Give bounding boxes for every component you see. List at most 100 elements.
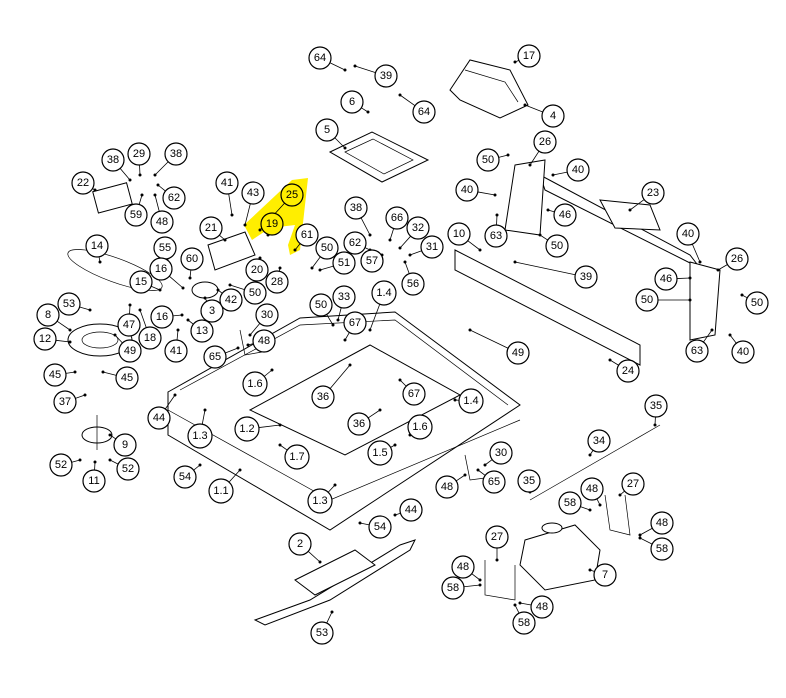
leader-endpoint <box>513 260 517 264</box>
callout-label: 50 <box>321 242 333 254</box>
leader-endpoint <box>551 173 555 177</box>
callout-circle <box>190 319 214 343</box>
leader-line-38 <box>119 168 131 181</box>
leader-line-4 <box>524 104 543 113</box>
callout-circle <box>241 181 265 205</box>
leader-line-40 <box>552 171 568 176</box>
leader-endpoint <box>453 398 457 402</box>
leader-endpoint <box>243 223 247 227</box>
callout-circle <box>340 90 364 114</box>
callout-65: 65 <box>482 470 506 494</box>
leader-line-2 <box>307 551 321 563</box>
leader-endpoint <box>216 288 220 292</box>
callout-label: 39 <box>380 70 392 82</box>
callout-36: 36 <box>347 412 371 436</box>
leader-endpoint <box>258 228 262 232</box>
leader-endpoint <box>156 183 160 187</box>
leader-line-1-6 <box>264 369 273 377</box>
callout-circle <box>117 313 141 337</box>
callout-circle <box>545 234 569 258</box>
callout-label: 50 <box>249 287 261 299</box>
callout-label: 61 <box>301 229 313 241</box>
callout-circle <box>385 206 409 230</box>
leader-endpoint <box>588 568 592 572</box>
callout-label: 67 <box>349 317 361 329</box>
callout-label: 63 <box>490 230 502 242</box>
callout-62: 62 <box>343 231 367 255</box>
callout-label: 38 <box>107 154 119 166</box>
callout-36: 36 <box>311 385 335 409</box>
callout-label: 40 <box>737 346 749 358</box>
leader-line-1-3 <box>201 409 206 425</box>
callout-circle <box>113 433 137 457</box>
cover-plate-5 <box>328 131 430 183</box>
callout-label: 38 <box>350 202 362 214</box>
leader-endpoint <box>198 463 202 467</box>
callout-label: 1.7 <box>289 451 304 463</box>
leader-line-31 <box>409 250 422 256</box>
callout-label: 54 <box>179 471 191 483</box>
leader-endpoint <box>173 393 177 397</box>
callout-circle <box>587 429 611 453</box>
callout-circle <box>512 611 536 635</box>
callout-label: 27 <box>491 531 503 543</box>
leader-endpoint <box>186 318 190 322</box>
callout-2: 2 <box>288 532 312 556</box>
leader-endpoint <box>108 433 112 437</box>
callout-label: 58 <box>656 543 668 555</box>
callout-circle <box>517 469 541 493</box>
callout-63: 63 <box>685 339 709 363</box>
callout-circle <box>234 416 260 442</box>
callout-29: 29 <box>127 142 151 166</box>
leader-line-48 <box>455 474 466 482</box>
callout-55: 55 <box>153 236 177 260</box>
callout-61: 61 <box>295 223 319 247</box>
callout-circle <box>115 366 139 390</box>
callout-circle <box>344 196 368 220</box>
callout-30: 30 <box>489 441 513 465</box>
callout-14: 14 <box>85 234 109 258</box>
callout-label: 64 <box>418 106 430 118</box>
callout-circle <box>489 441 513 465</box>
callout-label: 18 <box>144 332 156 344</box>
callout-circle <box>57 292 81 316</box>
callout-label: 47 <box>123 319 135 331</box>
callout-38: 38 <box>164 142 188 166</box>
callout-circle <box>71 171 95 195</box>
callout-1-6: 1.6 <box>242 371 268 397</box>
leader-endpoint <box>358 521 362 525</box>
callout-50: 50 <box>745 291 769 315</box>
bracket-4 <box>449 59 529 119</box>
callout-label: 52 <box>55 459 67 471</box>
leader-endpoint <box>93 188 97 192</box>
leader-line-8 <box>56 320 71 331</box>
callout-circle <box>401 272 425 296</box>
leader-endpoint <box>393 513 397 517</box>
rail-24 <box>454 249 641 366</box>
leader-endpoint <box>318 560 322 564</box>
leader-endpoint <box>153 173 157 177</box>
callout-label: 58 <box>564 497 576 509</box>
callout-label: 58 <box>447 582 459 594</box>
callout-60: 60 <box>180 247 204 271</box>
leader-endpoint <box>653 423 657 427</box>
callout-1-3: 1.3 <box>307 488 333 514</box>
leader-endpoint <box>740 293 744 297</box>
callout-circle <box>307 488 333 514</box>
leader-endpoint <box>608 358 612 362</box>
callout-circle <box>199 216 223 240</box>
callout-circle <box>402 382 426 406</box>
rod-34 <box>529 424 661 501</box>
callout-8: 8 <box>36 303 60 327</box>
callout-circle <box>374 64 398 88</box>
leader-line-39 <box>514 261 576 276</box>
callout-65: 65 <box>203 345 227 369</box>
callout-49: 49 <box>506 341 530 365</box>
leader-line-50 <box>539 234 548 241</box>
leader-line-15 <box>150 285 161 291</box>
callout-53: 53 <box>310 621 334 645</box>
leader-endpoint <box>493 193 497 197</box>
leader-endpoint <box>463 473 467 477</box>
callout-circle <box>260 212 284 236</box>
